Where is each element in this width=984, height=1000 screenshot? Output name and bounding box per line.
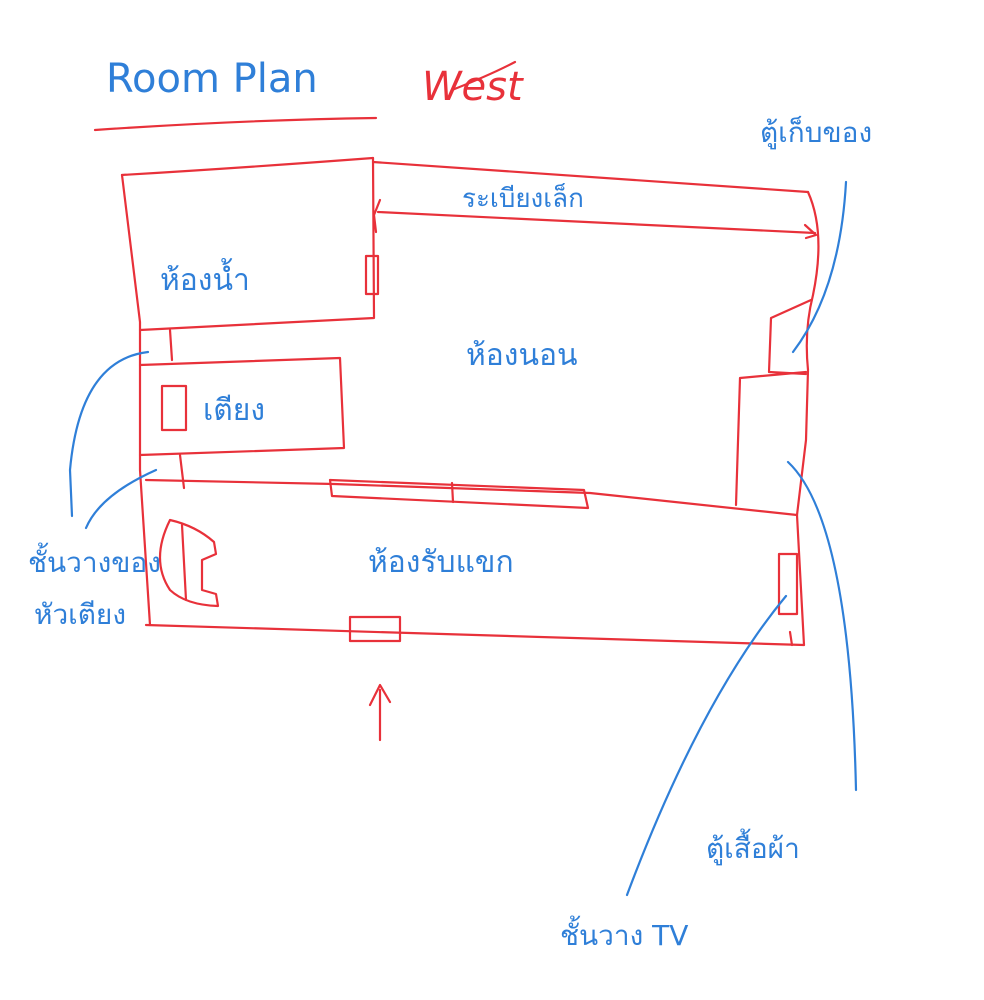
- bedroom-divider: [144, 478, 799, 517]
- bed-head-shelf: [160, 384, 188, 432]
- headboard-shelf-leader-lower: [84, 468, 158, 530]
- wardrobe-label: ตู้เสื้อผ้า: [706, 828, 800, 866]
- bed-label: เตียง: [203, 393, 265, 428]
- tv-shelf-label: ชั้นวาง TV: [560, 915, 688, 952]
- outer-walls: [120, 156, 820, 647]
- bathroom: [138, 156, 380, 332]
- storage-cabinet: [767, 298, 813, 376]
- headboard-shelf-leader-upper: [68, 350, 150, 518]
- storage-cabinet-label: ตู้เก็บของ: [760, 115, 872, 150]
- bed-alcove: [138, 328, 346, 490]
- wardrobe: [734, 370, 808, 507]
- tv-shelf-leader: [625, 594, 788, 897]
- title-underline: [93, 116, 378, 132]
- headboard-shelf-label-2: หัวเตียง: [34, 598, 126, 631]
- orientation-underline: [450, 60, 517, 92]
- bathroom-door: [364, 254, 380, 296]
- entrance-door: [348, 615, 402, 643]
- storage-cabinet-leader: [791, 180, 848, 354]
- bathroom-label: ห้องน้ำ: [160, 258, 250, 298]
- wardrobe-leader: [786, 460, 858, 792]
- bedroom-label: ห้องนอน: [466, 338, 577, 373]
- living-room-label: ห้องรับแขก: [368, 545, 514, 580]
- corridor: [372, 198, 818, 240]
- orientation-label: West: [422, 64, 524, 110]
- corridor-label: ระเบียงเล็ก: [462, 182, 584, 214]
- entrance-arrow: [368, 683, 392, 742]
- plan-title: Room Plan: [106, 56, 318, 102]
- headboard-shelf-label-1: ชั้นวางของ: [28, 542, 161, 579]
- sofa: [159, 518, 220, 608]
- tv-shelf: [777, 552, 799, 616]
